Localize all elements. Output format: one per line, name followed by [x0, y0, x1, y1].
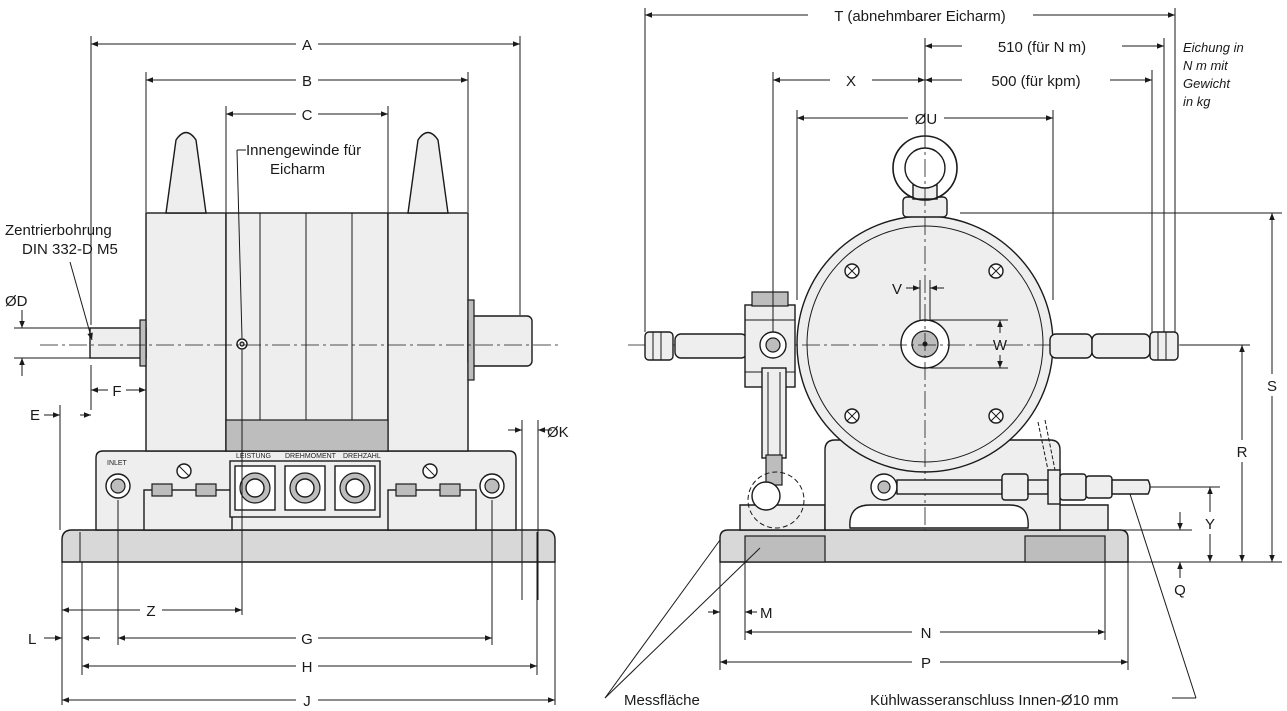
- arm-weight-left: [644, 331, 674, 361]
- drehmoment-label: DREHMOMENT: [285, 453, 337, 460]
- connector-drehzahl: [334, 465, 376, 511]
- kuehlwasser-label: Kühlwasseranschluss Innen-Ø10 mm: [870, 692, 1118, 709]
- dim-z-label: Z: [146, 603, 155, 620]
- dim-f-label: F: [112, 383, 121, 400]
- dim-p-label: P: [921, 655, 931, 672]
- right-dimensions: T (abnehmbarer Eicharm) 510 (für N m) X …: [604, 8, 1282, 709]
- dim-k-label: ØK: [547, 424, 569, 441]
- connector-leistung: [234, 465, 276, 511]
- dim-y-label: Y: [1205, 516, 1215, 533]
- note-line-2: N m mit: [1183, 58, 1229, 73]
- cooling-pipe: [870, 419, 1151, 505]
- thread-label-line2: Eicharm: [270, 161, 325, 178]
- thread-label-line1: Innengewinde für: [246, 142, 361, 159]
- dim-r-label: R: [1237, 444, 1248, 461]
- dim-l-label: L: [28, 631, 36, 648]
- dim-e-label: E: [30, 407, 40, 424]
- dim-n-label: N: [921, 625, 932, 642]
- calibration-arm: [628, 291, 1200, 529]
- dim-a-label: A: [302, 37, 312, 54]
- dim-500-label: 500 (für kpm): [991, 73, 1080, 90]
- left-dimensions: A B C Innengewinde für Eicharm Zentrierb…: [5, 36, 569, 710]
- drum-bolts: [844, 263, 1004, 424]
- leistung-label: LEISTUNG: [236, 453, 271, 460]
- dim-c-label: C: [302, 107, 313, 124]
- center-label-line1: Zentrierbohrung: [5, 222, 112, 239]
- dim-d-label: ØD: [5, 293, 28, 310]
- drum: [796, 130, 1054, 530]
- dim-510-label: 510 (für N m): [998, 39, 1086, 56]
- arm-clamp: [744, 291, 805, 529]
- note-line-1: Eichung in: [1183, 40, 1244, 55]
- note-line-3: Gewicht: [1183, 76, 1231, 91]
- dim-b-label: B: [302, 73, 312, 90]
- terminal-panel: INLET LEISTUNG DREHMOMENT DREHZAHL: [95, 450, 517, 531]
- dim-h-label: H: [302, 659, 313, 676]
- brake-body: [40, 131, 560, 452]
- dim-w-label: W: [993, 337, 1008, 354]
- center-label-line2: DIN 332-D M5: [22, 241, 118, 258]
- inlet-label: INLET: [107, 460, 128, 467]
- messflaeche-label: Messfläche: [624, 692, 700, 709]
- dim-s-label: S: [1267, 378, 1277, 395]
- dim-t-label: T (abnehmbarer Eicharm): [834, 8, 1005, 25]
- dim-j-label: J: [303, 693, 311, 710]
- right-view: T (abnehmbarer Eicharm) 510 (für N m) X …: [604, 8, 1282, 709]
- arm-weight-right: [1149, 331, 1179, 361]
- dim-x-label: X: [846, 73, 856, 90]
- connector-drehmoment: [284, 465, 326, 511]
- dim-g-label: G: [301, 631, 313, 648]
- dim-u-label: ØU: [915, 111, 938, 128]
- note-line-4: in kg: [1183, 94, 1211, 109]
- drehzahl-label: DREHZAHL: [343, 453, 381, 460]
- base-plate: [61, 529, 556, 563]
- dim-m-label: M: [760, 605, 773, 622]
- left-view: INLET LEISTUNG DREHMOMENT DREHZAHL: [5, 36, 569, 710]
- dim-q-label: Q: [1174, 582, 1186, 599]
- dim-v-label: V: [892, 281, 902, 298]
